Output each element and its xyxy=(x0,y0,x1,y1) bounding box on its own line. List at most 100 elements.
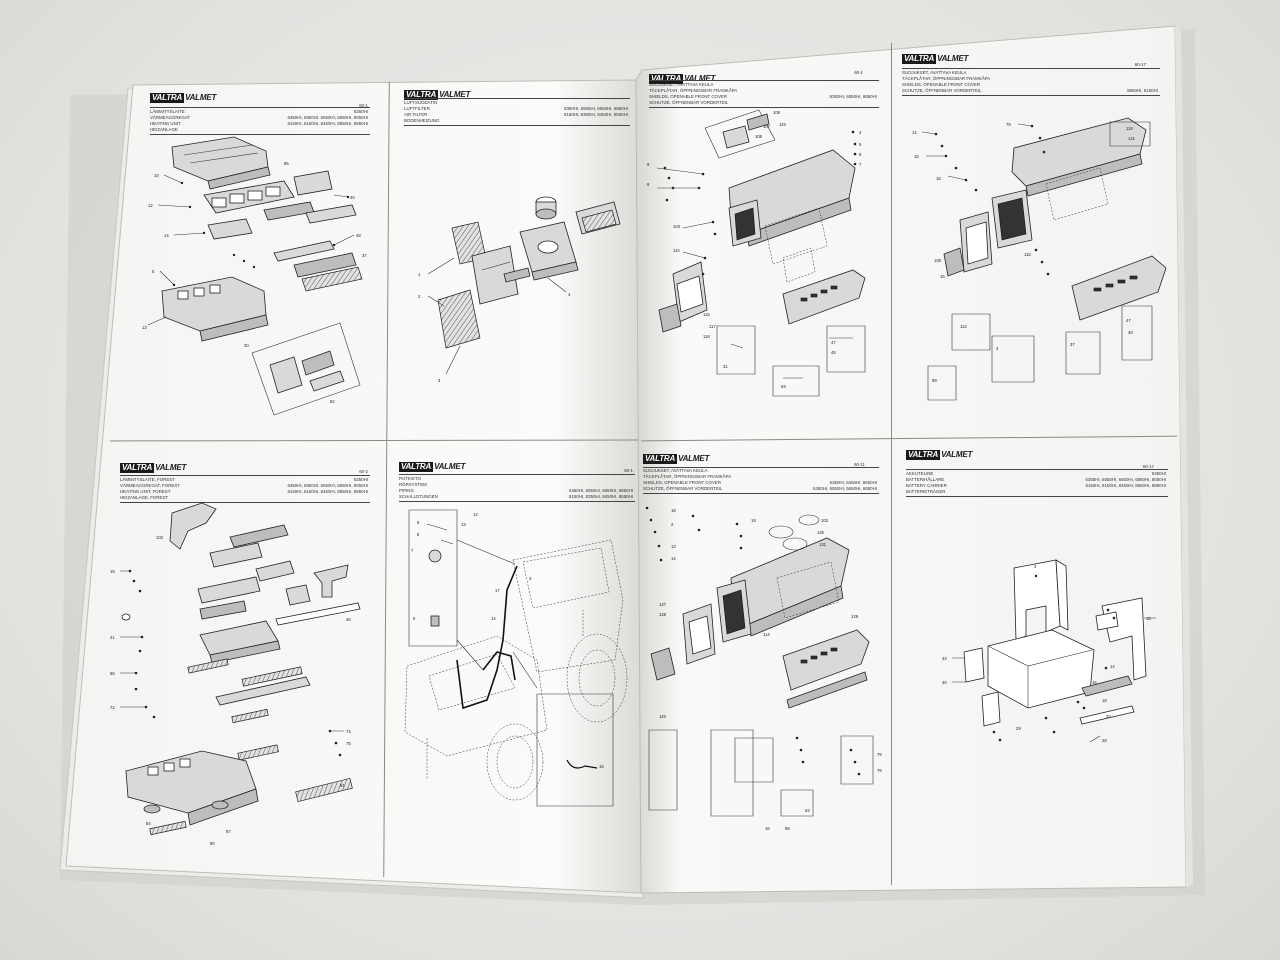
svg-text:106: 106 xyxy=(773,110,781,115)
svg-text:84: 84 xyxy=(146,821,151,826)
title-row-4: SCHALLDTUNGEN xyxy=(399,494,438,499)
svg-text:75: 75 xyxy=(877,752,882,757)
page-reference: 60-2 xyxy=(359,469,368,474)
svg-text:20: 20 xyxy=(1106,714,1111,719)
svg-text:119: 119 xyxy=(779,122,786,127)
title-row-4: HEIZANLAGE xyxy=(150,127,178,132)
title-row-3: AIR FILTER xyxy=(404,112,428,117)
svg-text:75: 75 xyxy=(346,741,351,746)
svg-text:15: 15 xyxy=(914,154,919,159)
svg-text:119: 119 xyxy=(659,714,666,719)
svg-text:110: 110 xyxy=(673,248,680,253)
exploded-parts-diagram: 9810311010610710811945671151171184748316… xyxy=(647,109,866,397)
svg-text:16: 16 xyxy=(765,826,770,831)
title-row-2: TÄCKPLÅTAR, ÖPPNINGSBAR FRAMKÅPA xyxy=(902,76,991,81)
logo-text-valmet: VALMET xyxy=(941,450,973,459)
svg-text:12: 12 xyxy=(473,512,478,517)
svg-text:19: 19 xyxy=(751,518,756,523)
svg-text:12: 12 xyxy=(148,203,153,208)
models-row-1: 6350HI xyxy=(1151,471,1166,476)
header-rule-bottom xyxy=(906,496,1168,497)
header-rule xyxy=(150,107,370,108)
svg-text:103: 103 xyxy=(673,224,681,229)
svg-text:4: 4 xyxy=(859,130,862,135)
svg-text:3: 3 xyxy=(438,378,441,383)
logo-text-valmet: VALMET xyxy=(434,462,466,471)
svg-text:86: 86 xyxy=(284,161,289,166)
title-row-3: HEATING UNIT xyxy=(150,121,181,126)
svg-text:72: 72 xyxy=(110,705,115,710)
svg-text:6: 6 xyxy=(417,520,420,525)
panel-divider-vertical-2 xyxy=(891,43,892,885)
models-row-2: 6350HI, 6550HI, 6650HI, 6850HI, 8050HI xyxy=(287,115,368,120)
logo-text-valtra: VALTRA xyxy=(906,450,941,460)
svg-text:91: 91 xyxy=(340,783,345,788)
svg-text:14: 14 xyxy=(1110,664,1115,669)
svg-text:16: 16 xyxy=(1092,680,1097,685)
svg-text:16: 16 xyxy=(936,176,941,181)
svg-text:8: 8 xyxy=(417,532,420,537)
svg-text:47: 47 xyxy=(1126,318,1131,323)
svg-text:1: 1 xyxy=(418,272,421,277)
header-rule xyxy=(643,467,879,468)
svg-text:129: 129 xyxy=(851,614,859,619)
svg-text:41: 41 xyxy=(110,635,115,640)
models-row-3: 6150HI, 8150HI, 8450HI, 8550HI, 8950HI xyxy=(1085,483,1166,488)
title-row-1: SUOJUKSET, AVATTAVA KEULA xyxy=(902,70,967,75)
svg-text:48: 48 xyxy=(356,233,361,238)
svg-text:99: 99 xyxy=(932,378,937,383)
title-row-2: RÖRSYSTEM xyxy=(399,482,427,487)
svg-text:118: 118 xyxy=(703,334,710,339)
svg-text:88: 88 xyxy=(785,826,790,831)
svg-text:13: 13 xyxy=(671,544,676,549)
svg-text:115: 115 xyxy=(703,312,710,317)
svg-text:8: 8 xyxy=(647,182,650,187)
models-row-1: 6350HI xyxy=(353,109,368,114)
svg-text:118: 118 xyxy=(723,594,730,599)
title-row-4: HEIZANLAGE, FOREST xyxy=(120,495,169,500)
svg-text:74: 74 xyxy=(346,729,351,734)
logo-text-valmet: VALMET xyxy=(439,90,471,99)
title-row-2: LUFTFILTER xyxy=(404,106,430,111)
models-row-2: 6350HI, 6550HI, 6650HI, 6850HI xyxy=(564,106,628,111)
logo-text-valtra: VALTRA xyxy=(649,74,684,84)
svg-text:29: 29 xyxy=(1016,726,1021,731)
logo-text-valmet: VALMET xyxy=(185,93,217,102)
title-row-1: PUTKISTO xyxy=(399,476,421,481)
title-row-3: SHIELDS, OPENABLE FRONT COVER xyxy=(643,480,721,485)
models-row-4: 8150HI, 8350HI, 8450HI, 8550HI xyxy=(569,494,633,499)
title-row-4: BODENHEIZUNG xyxy=(404,118,440,123)
svg-text:76: 76 xyxy=(877,768,882,773)
models-row-4: 6350HI, 6550HI, 6650HI, 6850HI xyxy=(813,486,877,491)
svg-text:28: 28 xyxy=(1102,738,1107,743)
title-row-4: SCHUTZE, ÖFFNENBAR VORDERTEIL xyxy=(643,486,723,491)
title-row-2: TÄCKPLÅTAR, ÖPPNINGSBAR FRAMKÅPA xyxy=(649,88,738,93)
svg-text:114: 114 xyxy=(960,324,967,329)
title-row-3: SHIELDS, OPENABLE FRONT COVER xyxy=(902,82,980,87)
svg-text:115: 115 xyxy=(1024,252,1031,257)
header-rule-bottom xyxy=(902,95,1160,96)
svg-text:15: 15 xyxy=(599,764,604,769)
svg-text:2: 2 xyxy=(671,522,674,527)
svg-text:4: 4 xyxy=(568,292,571,297)
svg-text:14: 14 xyxy=(912,130,917,135)
header-rule-bottom xyxy=(649,107,879,108)
title-row-4: SCHUTZE, ÖFFNENBAR VORDERTEIL xyxy=(649,100,729,105)
header-rule xyxy=(404,98,630,99)
models-row-3: 8150HI, 8350HI, 8450HI, 8550HI xyxy=(564,112,628,117)
svg-text:40: 40 xyxy=(350,195,355,200)
title-row-3: HEATING UNIT, FOREST xyxy=(120,489,171,494)
models-row-3: 6350HI, 6450HI, 8650HI xyxy=(829,480,877,485)
